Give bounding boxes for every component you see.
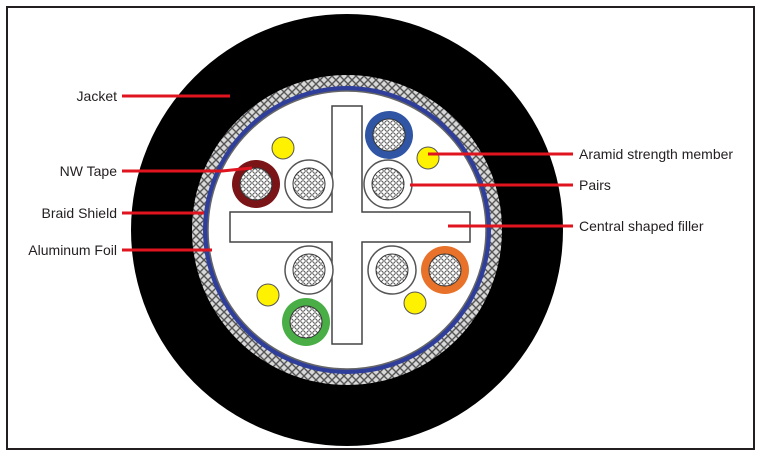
aluminum-foil-label: Aluminum Foil [28, 242, 117, 258]
pair-blue [365, 111, 413, 159]
pairs-label: Pairs [579, 177, 611, 193]
aramid-member [416, 146, 440, 170]
filler-label: Central shaped filler [579, 218, 704, 234]
nw-tape-leader [122, 166, 253, 173]
braid-shield-label: Braid Shield [42, 205, 118, 221]
pair-orange [421, 246, 469, 294]
pair-white-lower-right [367, 245, 417, 295]
aramid-label: Aramid strength member [579, 146, 733, 162]
pair-white-lower-left [284, 245, 334, 295]
nw-tape-label: NW Tape [60, 163, 118, 179]
pair-brown [232, 160, 280, 208]
jacket-label: Jacket [77, 88, 118, 104]
pair-white-upper-left [284, 159, 334, 209]
aramid-member [403, 291, 427, 315]
aramid-member [271, 136, 295, 160]
central-filler [229, 105, 471, 345]
pair-white-upper-right [363, 159, 413, 209]
pair-green [282, 298, 330, 346]
aramid-member [256, 283, 280, 307]
